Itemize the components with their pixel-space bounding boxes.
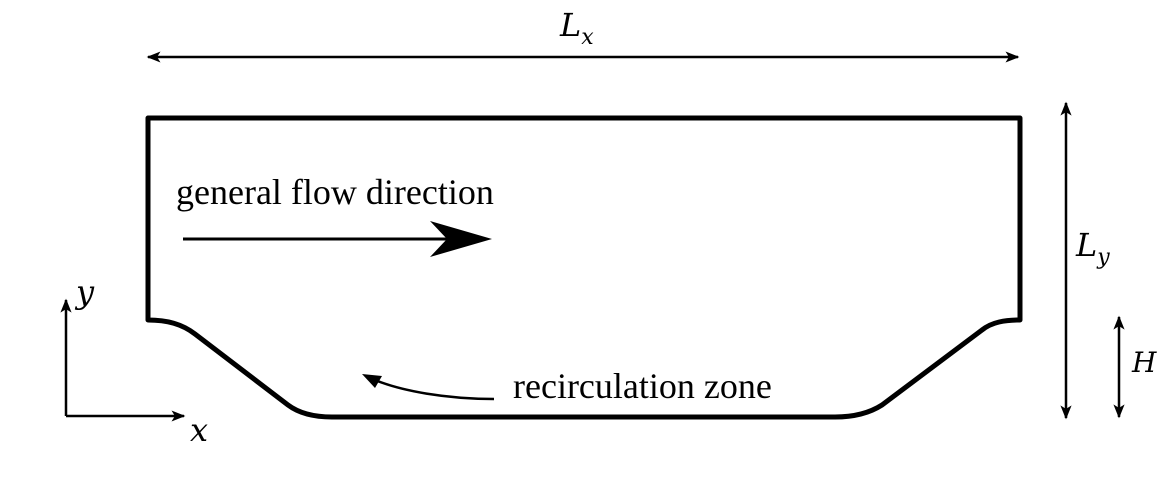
h-dimension: H (1113, 315, 1157, 419)
y-axis-label: y (74, 273, 95, 311)
h-label: H (1131, 346, 1157, 379)
flow-arrowhead (430, 221, 492, 257)
ly-dimension: Ly (1060, 101, 1110, 420)
recirculation-annotation: recirculation zone (362, 366, 772, 406)
recirculation-label: recirculation zone (513, 366, 772, 406)
coordinate-axes: y x (60, 273, 208, 449)
recirculation-arrowhead (362, 374, 382, 388)
x-axis-label: x (190, 411, 208, 449)
recirculation-arrow (367, 375, 495, 401)
flow-annotation: general flow direction (176, 172, 494, 257)
channel-domain-outline (145, 115, 1023, 420)
lx-dimension: Lx (146, 6, 1020, 63)
ly-label: Ly (1075, 226, 1110, 270)
flow-label: general flow direction (176, 172, 494, 212)
lx-label: Lx (559, 6, 594, 50)
